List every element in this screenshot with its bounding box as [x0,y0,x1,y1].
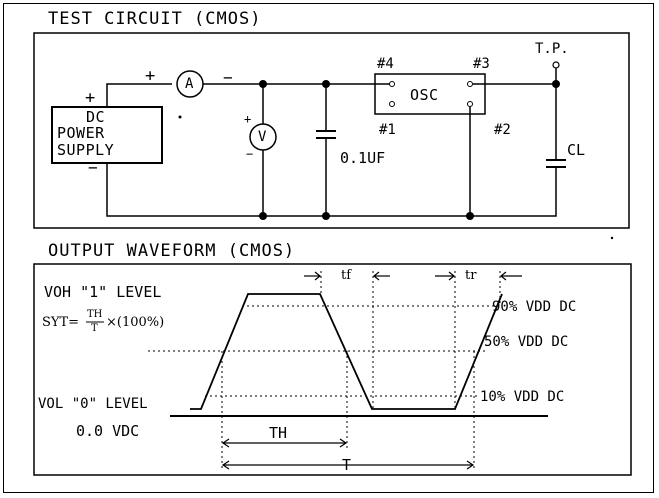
tf-label: tf [341,268,352,283]
symmetry-denominator: T [91,323,98,334]
ammeter-label: A [185,76,194,92]
pin4-label: #4 [377,56,394,72]
oscillator-label: OSC [410,86,439,104]
pin1-label: #1 [379,122,396,138]
vol-label: VOL "0" LEVEL [38,396,148,412]
supply-plus-label: + [85,88,96,108]
power-supply-line3: SUPPLY [57,141,115,159]
voltmeter-label: V [258,129,267,145]
pct10-label: 10% VDD DC [480,389,565,405]
th-label: TH [269,424,288,442]
waveform-heading: OUTPUT WAVEFORM (CMOS) [48,241,296,261]
load-cap-label: CL [567,141,586,159]
osc-pin1 [389,101,395,107]
power-supply-line1: DC [86,108,106,126]
circuit-panel-frame [33,32,630,229]
bottom-rail [106,163,557,217]
oscillator-box [374,73,486,115]
osc-pin2 [467,101,473,107]
voltmeter-plus-label: + [244,112,252,126]
zero-vdc-label: 0.0 VDC [76,422,140,440]
pct90-label: 90% VDD DC [492,299,577,315]
outer-frame [3,3,654,493]
symmetry-suffix: ×(100%) [106,315,165,330]
pin3-label: #3 [473,56,490,72]
waveform-panel-frame [33,263,632,476]
pct50-label: 50% VDD DC [484,334,569,350]
test-point-label: T.P. [535,41,569,57]
test-point-terminal [552,61,560,69]
voltmeter-minus-label: − [246,147,254,161]
osc-pin4 [389,81,395,87]
supply-minus-label: − [88,158,98,177]
output-waveform-trace [190,293,503,410]
osc-pin3 [467,81,473,87]
tr-label: tr [465,268,477,283]
t-label: T [342,456,352,474]
voh-label: VOH "1" LEVEL [44,283,162,301]
symmetry-numerator: TH [87,309,103,320]
capacitor-value-label: 0.1UF [340,149,386,167]
supply-positive-wire [106,83,172,107]
ammeter-minus-label: − [223,68,233,87]
pin2-label: #2 [494,122,511,138]
power-supply-line2: POWER [57,124,105,142]
circuit-heading: TEST CIRCUIT (CMOS) [48,9,262,29]
ammeter-plus-label: + [145,66,156,86]
symmetry-prefix: SYT= [42,315,80,330]
